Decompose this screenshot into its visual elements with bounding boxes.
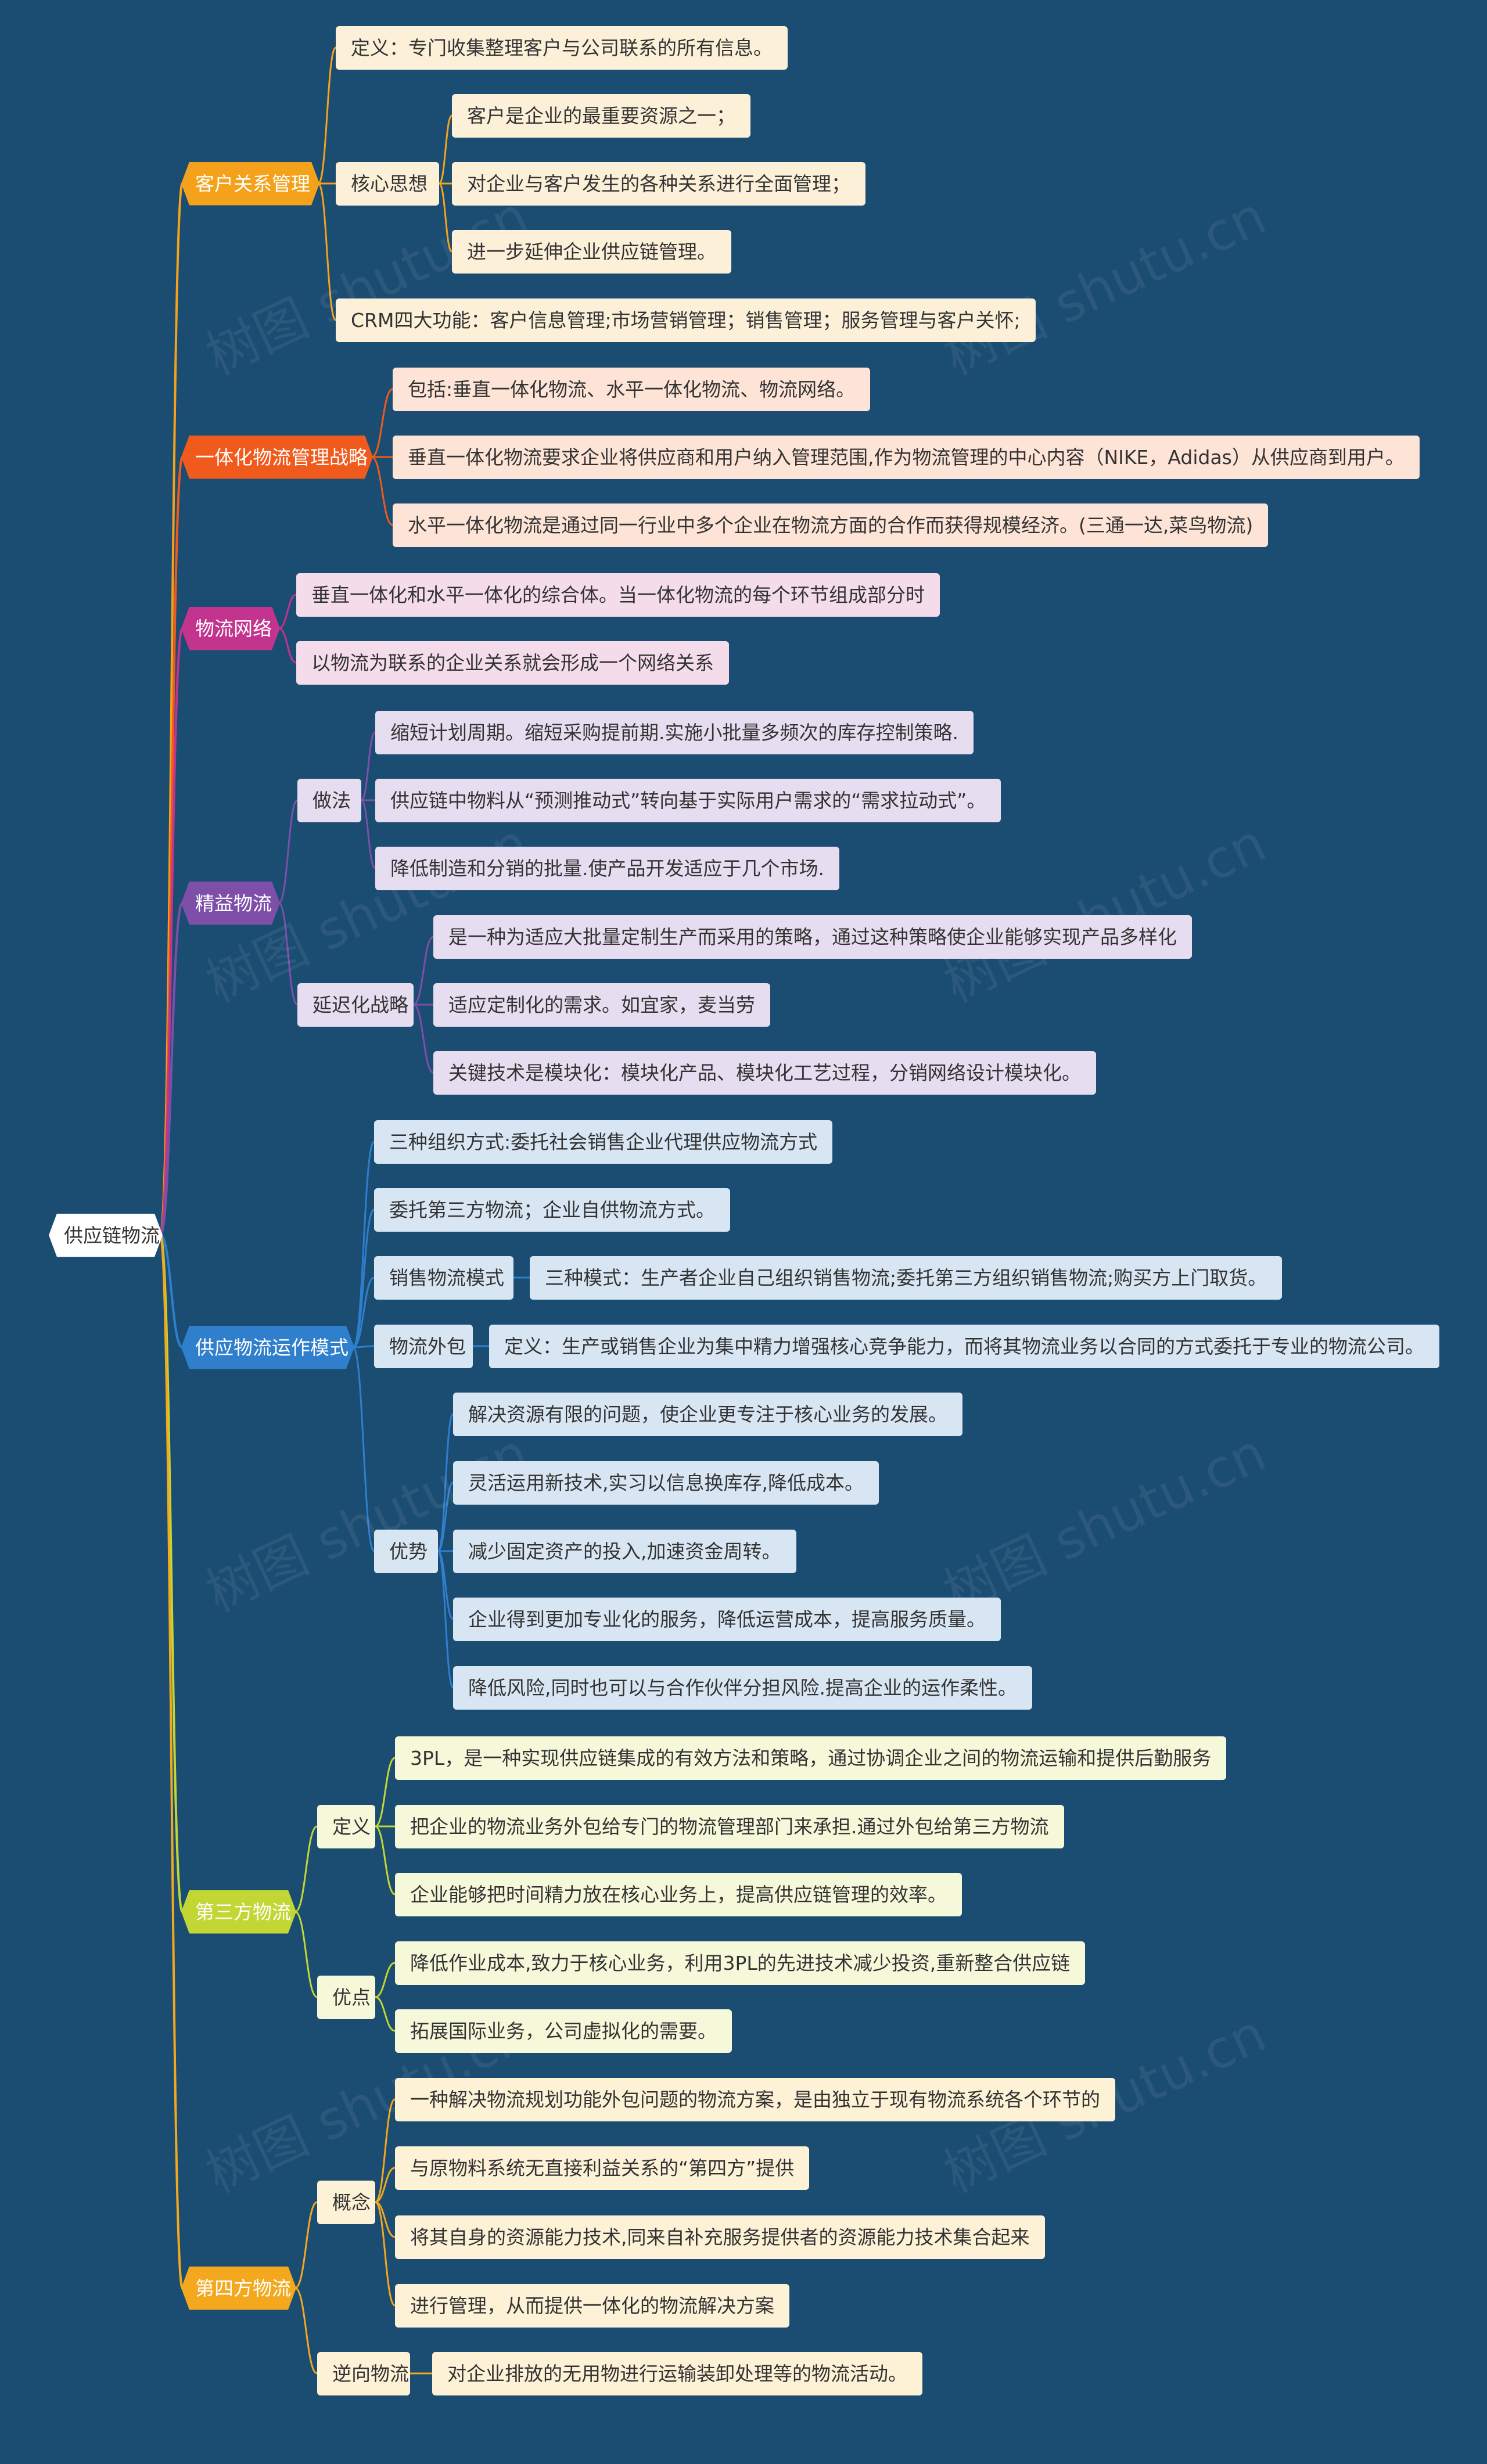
branch-node[interactable]: 一体化物流管理战略 — [181, 436, 373, 479]
connector-line — [278, 593, 297, 630]
connector-line — [352, 1346, 375, 1552]
connector-line — [159, 902, 184, 1236]
connector-line — [375, 2201, 396, 2307]
leaf-node[interactable]: 客户是企业的最重要资源之一； — [452, 93, 750, 138]
connector-line — [159, 456, 184, 1236]
connector-line — [437, 1550, 454, 1689]
leaf-node[interactable]: 供应链中物料从“预测推动式”转向基于实际用户需求的“需求拉动式”。 — [375, 778, 1001, 822]
connector-line — [371, 388, 393, 458]
leaf-node[interactable]: 以物流为联系的企业关系就会形成一个网络关系 — [296, 641, 729, 685]
topic-node[interactable]: 定义 — [317, 1804, 375, 1848]
connector-line — [413, 1003, 434, 1074]
leaf-node[interactable]: 将其自身的资源能力技术,同来自补充服务提供者的资源能力技术集合起来 — [395, 2215, 1045, 2259]
connector-line — [375, 2201, 396, 2238]
connector-line — [294, 1911, 318, 1998]
topic-node[interactable]: 核心思想 — [336, 161, 439, 206]
branch-node[interactable]: 物流网络 — [181, 607, 280, 650]
topic-node[interactable]: 销售物流模式 — [374, 1256, 513, 1300]
branch-node[interactable]: 第三方物流 — [181, 1890, 296, 1934]
connector-line — [375, 2167, 396, 2203]
connector-line — [437, 1481, 454, 1552]
connector-line — [317, 182, 337, 321]
leaf-node[interactable]: 一种解决物流规划功能外包问题的物流方案，是由独立于现有物流系统各个环节的 — [395, 2077, 1115, 2121]
connector-line — [360, 799, 376, 869]
connector-line — [278, 902, 298, 1006]
leaf-node[interactable]: 企业得到更加专业化的服务，降低运营成本，提高服务质量。 — [453, 1597, 1001, 1641]
connector-line — [278, 799, 298, 904]
connector-line — [294, 2201, 318, 2289]
leaf-node[interactable]: 定义：专门收集整理客户与公司联系的所有信息。 — [336, 26, 788, 70]
leaf-node[interactable]: 拓展国际业务，公司虚拟化的需要。 — [395, 2009, 732, 2053]
topic-node[interactable]: 延迟化战略 — [297, 983, 414, 1027]
topic-node[interactable]: 物流外包 — [374, 1324, 473, 1368]
connector-line — [375, 1825, 396, 1895]
branch-node[interactable]: 供应物流运作模式 — [181, 1326, 354, 1369]
leaf-node[interactable]: 定义：生产或销售企业为集中精力增强核心竞争能力，而将其物流业务以合同的方式委托于… — [489, 1324, 1439, 1368]
connector-line — [437, 1413, 454, 1552]
leaf-node[interactable]: 垂直一体化物流要求企业将供应商和用户纳入管理范围,作为物流管理的中心内容（NIK… — [393, 435, 1420, 479]
connector-line — [159, 627, 184, 1236]
branch-node[interactable]: 第四方物流 — [181, 2267, 296, 2310]
leaf-node[interactable]: 垂直一体化和水平一体化的综合体。当一体化物流的每个环节组成部分时 — [296, 573, 940, 617]
leaf-node[interactable]: 降低制造和分销的批量.使产品开发适应于几个市场. — [375, 846, 839, 890]
topic-node[interactable]: 优点 — [317, 1975, 375, 2019]
connector-line — [360, 731, 376, 801]
connector-line — [159, 1234, 184, 2289]
topic-node[interactable]: 做法 — [297, 778, 361, 822]
root-node[interactable]: 供应链物流 — [49, 1214, 163, 1257]
connector-line — [317, 46, 337, 185]
connector-line — [353, 1345, 375, 1348]
leaf-node[interactable]: 是一种为适应大批量定制生产而采用的策略，通过这种策略使企业能够实现产品多样化 — [433, 915, 1192, 959]
connector-line — [353, 1276, 375, 1348]
leaf-node[interactable]: 降低作业成本,致力于核心业务，利用3PL的先进技术减少投资,重新整合供应链 — [395, 1941, 1086, 1985]
leaf-node[interactable]: 把企业的物流业务外包给专门的物流管理部门来承担.通过外包给第三方物流 — [395, 1804, 1064, 1848]
leaf-node[interactable]: 三种模式：生产者企业自己组织销售物流;委托第三方组织销售物流;购买方上门取货。 — [530, 1256, 1283, 1300]
connector-line — [294, 1825, 318, 1913]
leaf-node[interactable]: 与原物料系统无直接利益关系的“第四方”提供 — [395, 2146, 810, 2190]
leaf-node[interactable]: 包括:垂直一体化物流、水平一体化物流、物流网络。 — [393, 367, 871, 411]
topic-node[interactable]: 概念 — [317, 2180, 375, 2224]
leaf-node[interactable]: CRM四大功能：客户信息管理;市场营销管理；销售管理；服务管理与客户关怀; — [336, 298, 1036, 342]
leaf-node[interactable]: 减少固定资产的投入,加速资金周转。 — [453, 1529, 796, 1573]
connector-line — [352, 1208, 375, 1348]
branch-node[interactable]: 客户关系管理 — [181, 162, 319, 206]
branch-node[interactable]: 精益物流 — [181, 882, 280, 925]
leaf-node[interactable]: 关键技术是模块化：模块化产品、模块化工艺过程，分销网络设计模块化。 — [433, 1051, 1096, 1095]
connector-line — [371, 456, 393, 526]
connector-line — [159, 1234, 184, 1348]
connector-line — [438, 114, 453, 185]
connector-line — [375, 1962, 396, 1998]
connector-line — [375, 1757, 396, 1828]
leaf-node[interactable]: 企业能够把时间精力放在核心业务上，提高供应链管理的效率。 — [395, 1872, 962, 1916]
leaf-node[interactable]: 适应定制化的需求。如宜家，麦当劳 — [433, 983, 770, 1027]
leaf-node[interactable]: 委托第三方物流；企业自供物流方式。 — [374, 1188, 730, 1232]
connector-line — [294, 2287, 318, 2375]
leaf-node[interactable]: 降低风险,同时也可以与合作伙伴分担风险.提高企业的运作柔性。 — [453, 1666, 1032, 1710]
leaf-node[interactable]: 缩短计划周期。缩短采购提前期.实施小批量多频次的库存控制策略. — [375, 710, 974, 754]
connector-line — [438, 182, 453, 253]
leaf-node[interactable]: 对企业排放的无用物进行运输装卸处理等的物流活动。 — [432, 2351, 922, 2395]
topic-node[interactable]: 优势 — [374, 1529, 438, 1573]
leaf-node[interactable]: 进一步延伸企业供应链管理。 — [452, 229, 731, 274]
leaf-node[interactable]: 水平一体化物流是通过同一行业中多个企业在物流方面的合作而获得规模经济。(三通一达… — [393, 503, 1269, 547]
leaf-node[interactable]: 对企业与客户发生的各种关系进行全面管理； — [452, 161, 865, 206]
leaf-node[interactable]: 三种组织方式:委托社会销售企业代理供应物流方式 — [374, 1120, 833, 1164]
connector-line — [375, 1996, 396, 2032]
leaf-node[interactable]: 灵活运用新技术,实习以信息换库存,降低成本。 — [453, 1461, 879, 1505]
connector-line — [413, 936, 434, 1006]
leaf-node[interactable]: 解决资源有限的问题，使企业更专注于核心业务的发展。 — [453, 1392, 962, 1436]
connector-line — [375, 2098, 396, 2203]
topic-node[interactable]: 逆向物流 — [317, 2351, 410, 2395]
leaf-node[interactable]: 3PL，是一种实现供应链集成的有效方法和策略，通过协调企业之间的物流运输和提供后… — [395, 1736, 1227, 1780]
connector-line — [278, 627, 297, 664]
leaf-node[interactable]: 进行管理，从而提供一体化的物流解决方案 — [395, 2283, 789, 2328]
